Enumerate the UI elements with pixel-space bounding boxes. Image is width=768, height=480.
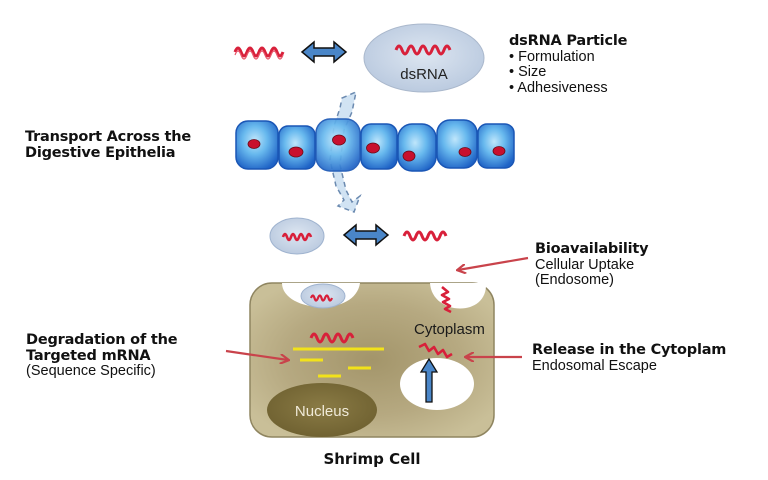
dsrna-particle-vesicle: dsRNA (363, 23, 485, 93)
transport-label: Transport Across the Digestive Epithelia (25, 129, 191, 161)
double-arrow-top[interactable] (300, 40, 348, 64)
bioavailability-line-2: (Endosome) (535, 272, 614, 289)
nucleus-label: Nucleus (295, 403, 349, 420)
bioavailability-label: Bioavailability Cellular Uptake (Endosom… (535, 241, 649, 289)
degradation-line-3: (Sequence Specific) (26, 363, 156, 380)
transport-line-2: Digestive Epithelia (25, 144, 176, 161)
degradation-label: Degradation of the Targeted mRNA (Sequen… (26, 332, 178, 380)
bioavailability-title: Bioavailability (535, 241, 649, 257)
degradation-line-1: Degradation of the (26, 332, 178, 348)
vesicle-dsrna-label: dsRNA (400, 66, 448, 83)
digestive-epithelium (235, 118, 515, 172)
particle-bullet-formulation: • Formulation (509, 48, 595, 65)
particle-bullet-size: • Size (509, 64, 547, 81)
particle-bullet-adhesiveness: • Adhesiveness (509, 79, 608, 96)
degraded-mrna-fragments (293, 347, 384, 378)
dsrna-particle-title: dsRNA Particle (509, 33, 628, 49)
release-line-1: Endosomal Escape (532, 357, 657, 374)
transport-line-1: Transport Across the (25, 129, 191, 145)
bioavailability-pointer-arrow (458, 256, 529, 270)
degradation-line-2: Targeted mRNA (26, 347, 151, 364)
release-label: Release in the Cytoplam Endosomal Escape (532, 342, 727, 374)
free-dsrna-top (233, 46, 285, 60)
double-arrow-middle[interactable] (342, 223, 390, 247)
degradation-pointer-arrow (225, 349, 288, 360)
shrimp-cell-caption: Shrimp Cell (323, 450, 420, 468)
bioavailability-line-1: Cellular Uptake (535, 256, 635, 273)
shrimp-cell: Nucleus Cytoplasm (249, 282, 495, 438)
endosomal-escape-arrow (419, 357, 439, 403)
dsrna-particle-label: dsRNA Particle • Formulation • Size • Ad… (509, 33, 628, 97)
free-dsrna-middle (402, 230, 448, 242)
cytoplasm-label: Cytoplasm (414, 321, 485, 338)
dsrna-vesicle-middle (269, 217, 325, 255)
release-title: Release in the Cytoplam (532, 342, 727, 358)
